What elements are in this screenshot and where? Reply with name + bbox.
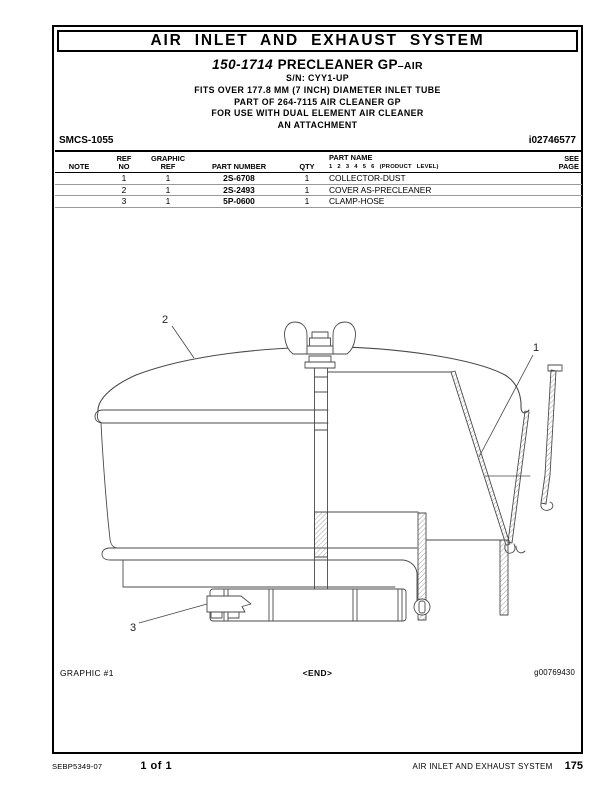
model-suffix: –AIR [397,60,423,72]
svg-text:1: 1 [533,342,539,354]
qty-cell: 1 [304,173,310,184]
callout-1: 1 [478,342,539,458]
ref-no-cell: 2 [103,183,145,196]
col-part-name-header: PART NAME 1 2 3 4 5 6 (PRODUCT LEVEL) [327,150,529,174]
col-ref-no-header: REF NO [103,150,145,174]
see-page-cell [529,183,582,196]
smcs-row: SMCS-1055 i02746577 [59,135,576,146]
dust-collector-cone-drawing [327,364,563,554]
smcs-code: SMCS-1055 [59,135,114,146]
body-drawing [94,409,418,602]
col-graphic-ref-header: GRAPHIC REF [145,150,191,174]
parts-diagram: 2 1 3 [94,314,563,634]
part-name-cell: CLAMP-HOSE [327,195,529,208]
table-row: 2 1 2S-2493 1 COVER AS-PRECLEANER [55,183,582,196]
graphic-label: GRAPHIC #1 [60,668,114,678]
media-number: SEBP5349-07 [52,762,103,771]
clamp-screw-housing-drawing [206,595,252,613]
ref-no-cell: 1 [121,173,127,184]
page-title: AIR INLET AND EXHAUST SYSTEM [150,32,485,49]
note-line: PART OF 264-7115 AIR CLEANER GP [234,96,401,107]
document-id: i02746577 [528,135,576,146]
parts-diagram-wrap: 2 1 3 [55,215,582,665]
part-number-cell: 2S-6708 [223,173,255,184]
part-number-cell: 5P-0600 [191,195,287,208]
ref-no-cell: 3 [103,195,145,208]
col-see-page-header: SEE PAGE [529,150,582,174]
footer-section-title: AIR INLET AND EXHAUST SYSTEM [412,762,553,771]
page-footer: SEBP5349-07 1 of 1 AIR INLET AND EXHAUST… [52,760,583,772]
title-box: AIR INLET AND EXHAUST SYSTEM [57,30,578,52]
part-name-cell: COLLECTOR-DUST [329,173,406,184]
callouts: 2 1 3 [130,314,539,634]
note-lines: FITS OVER 177.8 MM (7 INCH) DIAMETER INL… [54,85,581,131]
graphic-ref-cell: 1 [165,173,171,184]
page-border: AIR INLET AND EXHAUST SYSTEM 150-1714 PR… [52,25,583,754]
callout-3: 3 [130,603,208,634]
subtitle: 150-1714 PRECLEANER GP–AIR [54,56,581,74]
note-line: FOR USE WITH DUAL ELEMENT AIR CLEANER [211,108,424,119]
end-marker: <END> [302,668,333,678]
model-number: 150-1714 [212,57,274,72]
footer-right: AIR INLET AND EXHAUST SYSTEM 175 [413,760,584,772]
model-name: PRECLEANER GP [277,57,398,72]
page-count: 1 of 1 [140,760,173,772]
parts-table-wrap: NOTE REF NO GRAPHIC REF PART NUMBER QTY … [55,150,582,208]
col-qty-header: QTY [287,150,327,174]
qty-cell: 1 [287,195,327,208]
graphic-row: GRAPHIC #1 <END> g00769430 [60,668,575,680]
note-line: AN ATTACHMENT [277,119,358,130]
callout-2: 2 [162,314,195,359]
table-row: 1 1 2S-6708 1 COLLECTOR-DUST [55,173,582,185]
graphic-id: g00769430 [534,668,575,677]
product-level-label: 1 2 3 4 5 6 (PRODUCT LEVEL) [329,164,439,171]
graphic-ref-cell: 1 [145,195,191,208]
footer-left: SEBP5349-07 1 of 1 [52,760,172,772]
clamp-band-drawing [206,588,431,622]
table-header-row: NOTE REF NO GRAPHIC REF PART NUMBER QTY … [55,150,582,174]
qty-cell: 1 [287,183,327,196]
col-part-number-header: PART NUMBER [191,150,287,174]
note-line: FITS OVER 177.8 MM (7 INCH) DIAMETER INL… [194,85,441,95]
graphic-ref-cell: 1 [145,183,191,196]
table-row: 3 1 5P-0600 1 CLAMP-HOSE [55,195,582,208]
part-number-cell: 2S-2493 [191,183,287,196]
note-cell [55,173,103,185]
svg-text:3: 3 [130,622,136,634]
serial-number: S/N: CYY1-UP [286,73,349,83]
wing-nut-drawing [284,321,356,369]
page-number: 175 [564,760,583,772]
center-tube-drawing [314,367,328,590]
part-name-cell: COVER AS-PRECLEANER [327,183,529,196]
note-cell [55,195,103,208]
svg-text:2: 2 [162,314,168,326]
col-note-header: NOTE [55,150,103,174]
see-page-cell [529,173,582,185]
see-page-cell [529,195,582,208]
note-cell [55,183,103,196]
parts-table: NOTE REF NO GRAPHIC REF PART NUMBER QTY … [55,150,582,208]
outlet-tube-drawing [327,511,509,621]
